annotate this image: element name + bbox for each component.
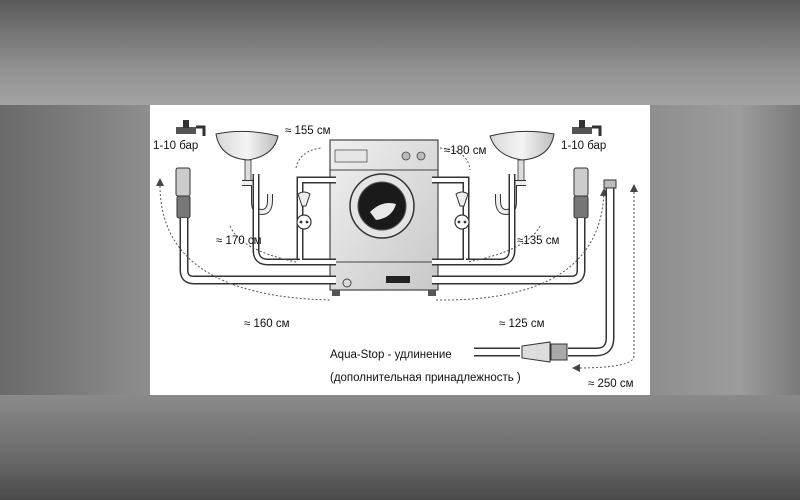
distance-180-label: ≈180 см bbox=[444, 145, 487, 157]
background-right bbox=[650, 105, 800, 395]
left-tap-icon bbox=[175, 120, 206, 219]
background-left bbox=[0, 105, 150, 395]
distance-170-label: ≈ 170 см bbox=[216, 235, 262, 247]
right-sink bbox=[489, 130, 555, 216]
pressure-right-label: 1-10 бар bbox=[561, 140, 607, 152]
inlet-hose-left bbox=[179, 174, 336, 285]
washing-machine bbox=[329, 139, 439, 296]
socket-left-icon bbox=[296, 191, 312, 230]
pressure-left-label: 1-10 бар bbox=[153, 140, 199, 152]
accessory-label: (дополнительная принадлежность ) bbox=[330, 372, 521, 384]
distance-135-label: ≈135 см bbox=[517, 235, 560, 247]
distance-155-label: ≈ 155 см bbox=[285, 125, 331, 137]
left-sink bbox=[215, 130, 279, 216]
socket-right-icon bbox=[454, 191, 470, 230]
distance-250-label: ≈ 250 см bbox=[588, 378, 634, 390]
aqua-stop-extension bbox=[474, 179, 617, 363]
aqua-stop-label: Aqua-Stop - удлинение bbox=[330, 349, 452, 361]
inlet-hose-right bbox=[432, 174, 586, 285]
background-bottom bbox=[0, 395, 800, 500]
distance-125-label: ≈ 125 см bbox=[499, 318, 545, 330]
distance-160-label: ≈ 160 см bbox=[244, 318, 290, 330]
background-top bbox=[0, 0, 800, 105]
right-tap-icon bbox=[572, 120, 602, 219]
dimension-arcs bbox=[159, 147, 635, 369]
